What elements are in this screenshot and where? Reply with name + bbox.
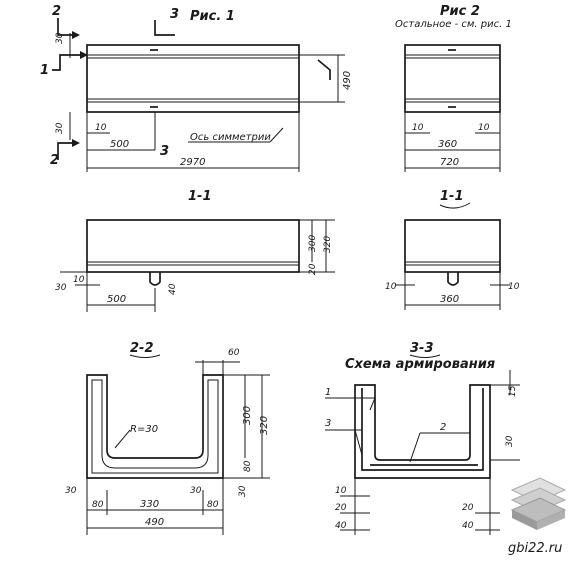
svg-text:490: 490 <box>342 71 353 90</box>
svg-text:30: 30 <box>55 283 67 293</box>
figure-2: Рис 2 Остальное - см. рис. 1 10 10 360 7… <box>395 4 512 172</box>
section-3-3: 3-3 Схема армирования 1 2 3 15 30 10 20 … <box>325 341 520 535</box>
svg-text:20: 20 <box>462 503 474 513</box>
svg-text:30: 30 <box>505 435 515 447</box>
section-1-label: 1 <box>40 63 49 78</box>
svg-text:3: 3 <box>170 7 179 22</box>
svg-text:10: 10 <box>478 123 490 133</box>
reinforcement-bar-3 <box>361 388 484 471</box>
bar-2-label: 2 <box>440 422 446 433</box>
svg-text:320: 320 <box>323 236 333 253</box>
svg-text:30: 30 <box>190 486 202 496</box>
svg-text:10: 10 <box>412 123 424 133</box>
section-2-marker-bottom <box>57 142 72 160</box>
reinforcement-scheme-subtitle: Схема армирования <box>345 357 495 372</box>
radius-label: R=30 <box>130 424 158 435</box>
svg-text:40: 40 <box>335 521 347 531</box>
svg-text:10: 10 <box>508 282 520 292</box>
bar-1-label: 1 <box>325 387 331 398</box>
svg-text:40: 40 <box>462 521 474 531</box>
section-1-1-right: 1-1 10 10 360 <box>385 189 520 310</box>
svg-text:80: 80 <box>243 460 253 472</box>
svg-text:40: 40 <box>168 283 178 295</box>
svg-text:80: 80 <box>207 500 219 510</box>
svg-text:330: 330 <box>140 499 159 510</box>
svg-text:500: 500 <box>110 139 129 150</box>
svg-text:30: 30 <box>238 485 248 497</box>
svg-text:360: 360 <box>440 294 459 305</box>
svg-text:10: 10 <box>335 486 347 496</box>
svg-text:60: 60 <box>228 348 240 358</box>
svg-text:3: 3 <box>160 144 169 159</box>
figure-1: Рис. 1 2 1 30 2 30 3 3 Ось симметрии <box>40 4 353 172</box>
svg-text:720: 720 <box>440 157 459 168</box>
svg-text:10: 10 <box>73 275 85 285</box>
section-1-1-left: 1-1 300 320 20 30 10 40 500 <box>55 189 335 312</box>
site-url[interactable]: gbi22.ru <box>508 541 562 556</box>
svg-text:360: 360 <box>438 139 457 150</box>
section-2-label-top: 2 <box>52 4 61 19</box>
reinforced-u-profile <box>354 384 491 479</box>
svg-text:500: 500 <box>107 294 126 305</box>
svg-text:10: 10 <box>95 123 107 133</box>
svg-text:490: 490 <box>145 517 164 528</box>
svg-text:15: 15 <box>508 385 518 397</box>
figure-2-title: Рис 2 <box>440 4 480 19</box>
svg-text:20: 20 <box>308 263 318 275</box>
svg-text:30: 30 <box>55 32 65 44</box>
section-2-2: 2-2 R=30 60 300 320 80 30 30 30 80 330 8… <box>65 341 270 535</box>
section-1-1-left-title: 1-1 <box>188 189 212 204</box>
svg-text:20: 20 <box>335 503 347 513</box>
section-1-1-right-title: 1-1 <box>440 189 464 204</box>
mounting-loop <box>149 272 161 286</box>
beam-plan-outline <box>86 44 300 113</box>
section-3-3-title: 3-3 <box>410 341 434 356</box>
bar-3-label: 3 <box>325 418 331 429</box>
svg-text:300: 300 <box>308 235 318 252</box>
section-2-2-title: 2-2 <box>130 341 154 356</box>
svg-text:30: 30 <box>55 122 65 134</box>
u-channel-profile <box>86 374 224 479</box>
section-1-marker <box>52 54 80 71</box>
svg-text:320: 320 <box>259 416 270 435</box>
figure-2-outline <box>404 44 501 113</box>
figure-1-title: Рис. 1 <box>190 9 235 24</box>
stacked-slabs-logo <box>510 477 567 530</box>
section-2-label-bottom: 2 <box>50 153 59 168</box>
svg-text:30: 30 <box>65 486 77 496</box>
figure-2-subtitle: Остальное - см. рис. 1 <box>395 19 512 30</box>
svg-text:80: 80 <box>92 500 104 510</box>
svg-text:2970: 2970 <box>180 157 205 168</box>
symmetry-axis-note: Ось симметрии <box>190 132 271 143</box>
site-watermark: gbi22.ru <box>508 477 567 556</box>
section-2-marker-top <box>57 18 72 36</box>
svg-text:10: 10 <box>385 282 397 292</box>
section-3-marker-top <box>154 20 175 36</box>
svg-text:300: 300 <box>242 406 253 425</box>
